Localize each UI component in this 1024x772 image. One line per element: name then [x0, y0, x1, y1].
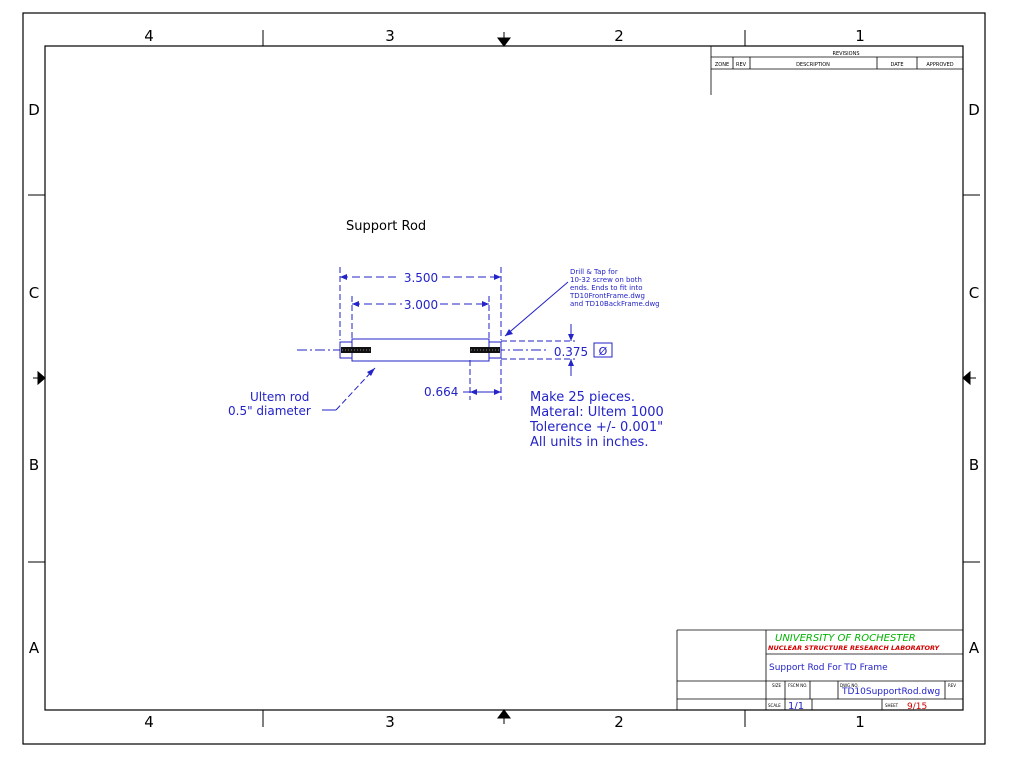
rev-header-rev: REV [736, 62, 747, 68]
column-label: 1 [855, 713, 865, 731]
sheet-label: SHEET [885, 703, 899, 708]
drill-note-line: TD10FrontFrame.dwg [569, 292, 645, 300]
tapped-holes [341, 347, 500, 353]
dim-diameter: 0.375 [554, 345, 588, 359]
dim-inner-length: 3.000 [404, 298, 438, 312]
rev-label: REV [948, 683, 956, 688]
diameter-symbol: Ø [599, 345, 608, 358]
drill-note-line: Drill & Tap for [570, 268, 618, 276]
rod-note: Ultem rod 0.5" diameter [228, 390, 311, 418]
revisions-title: REVISIONS [832, 51, 859, 57]
drill-note-line: ends. Ends to fit into [570, 284, 643, 292]
row-label: B [29, 456, 39, 474]
column-label: 4 [144, 27, 154, 45]
dwg-number: TD10SupportRod.dwg [841, 687, 940, 697]
university-name: UNIVERSITY OF ROCHESTER [775, 633, 916, 644]
dimension-text: 3.500 3.000 0.375 Ø 0.664 [404, 271, 608, 399]
column-labels-top: 4 3 2 1 [144, 27, 865, 45]
spec-note: All units in inches. [530, 435, 648, 450]
row-label: B [969, 456, 979, 474]
title-block-drawing-title: Support Rod For TD Frame [769, 663, 888, 673]
rev-header-approved: APPROVED [926, 62, 953, 68]
sheet-value: 9/15 [907, 702, 927, 712]
column-label: 3 [385, 713, 395, 731]
dim-overall-length: 3.500 [404, 271, 438, 285]
revisions-block [710, 46, 963, 95]
dimension-arrows [340, 274, 574, 395]
outer-border [22, 12, 986, 745]
drawing-title: Support Rod [346, 219, 426, 234]
column-label: 2 [614, 27, 624, 45]
zone-ticks [28, 30, 980, 727]
drill-note-line: 10-32 screw on both [570, 276, 642, 284]
drill-note-line: and TD10BackFrame.dwg [570, 300, 660, 308]
center-marks [33, 32, 976, 724]
rev-header-description: DESCRIPTION [796, 62, 830, 68]
column-label: 3 [385, 27, 395, 45]
row-label: A [29, 639, 40, 657]
fscm-label: FSCM NO. [788, 683, 808, 688]
lab-name: NUCLEAR STRUCTURE RESEARCH LABORATORY [768, 644, 940, 652]
inner-border [44, 45, 964, 711]
tapped-hole-right [470, 347, 500, 353]
column-label: 1 [855, 27, 865, 45]
rod-geometry [297, 338, 548, 362]
row-label: C [969, 284, 979, 302]
scale-value: 1/1 [788, 701, 804, 712]
scale-label: SCALE [768, 703, 781, 708]
spec-notes: Make 25 pieces. Materal: Ultem 1000 Tole… [529, 390, 664, 450]
spec-note: Materal: Ultem 1000 [530, 405, 664, 420]
rev-header-date: DATE [890, 62, 903, 68]
dim-offset: 0.664 [424, 385, 458, 399]
rod-body [351, 338, 490, 362]
rod-note-line: 0.5" diameter [228, 404, 311, 418]
size-label: SIZE [772, 683, 781, 688]
drill-note: Drill & Tap for 10-32 screw on both ends… [569, 268, 660, 308]
rev-header-zone: ZONE [715, 62, 729, 68]
row-label: D [28, 101, 40, 119]
row-labels-right: D C B A [968, 101, 980, 657]
dwg-label: DWG NO. [840, 683, 859, 688]
dimension-lines [322, 267, 613, 411]
column-labels-bottom: 4 3 2 1 [144, 713, 865, 731]
column-label: 4 [144, 713, 154, 731]
revisions-text: REVISIONS ZONE REV DESCRIPTION DATE APPR… [715, 51, 954, 68]
row-labels-left: D C B A [28, 101, 40, 657]
spec-note: Make 25 pieces. [530, 390, 635, 405]
row-label: A [969, 639, 980, 657]
rod-note-line: Ultem rod [250, 390, 309, 404]
row-label: D [968, 101, 980, 119]
column-label: 2 [614, 713, 624, 731]
title-block [676, 629, 963, 710]
row-label: C [29, 284, 39, 302]
title-block-text: UNIVERSITY OF ROCHESTER NUCLEAR STRUCTUR… [768, 633, 956, 712]
spec-note: Tolerence +/- 0.001" [529, 420, 663, 435]
tapped-hole-left [341, 347, 371, 353]
